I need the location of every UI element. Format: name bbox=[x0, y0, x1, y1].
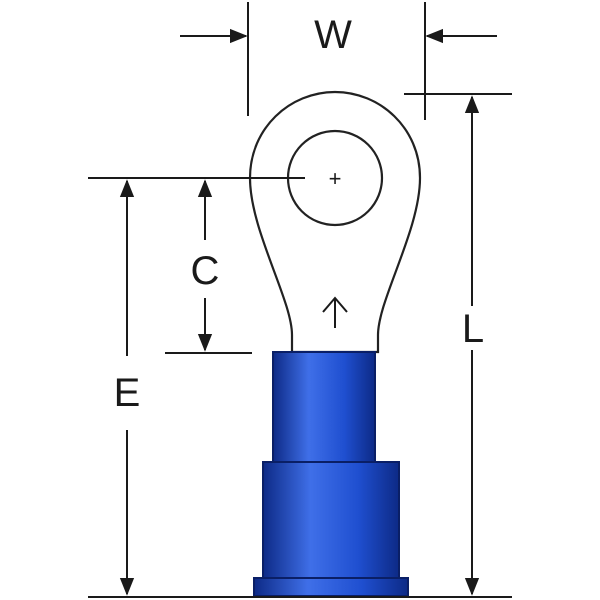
c-label: C bbox=[191, 249, 220, 293]
sleeve-upper bbox=[272, 351, 376, 463]
center-mark: + bbox=[329, 166, 342, 191]
w-label: W bbox=[314, 13, 352, 57]
sleeve-lower bbox=[262, 461, 400, 579]
neck-up-arrow-icon bbox=[322, 296, 348, 328]
insulation-sleeve bbox=[253, 351, 409, 597]
e-label: E bbox=[114, 371, 141, 415]
l-label: L bbox=[462, 307, 484, 351]
sleeve-flange bbox=[253, 577, 409, 597]
